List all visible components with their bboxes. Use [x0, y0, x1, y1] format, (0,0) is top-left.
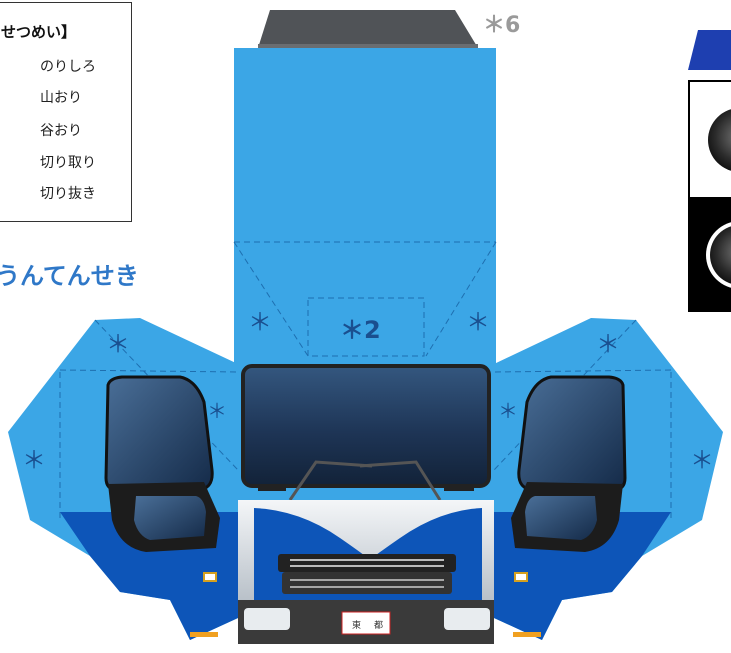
wheel-bottom-icon — [710, 226, 731, 284]
plate-right-char: 都 — [374, 620, 383, 631]
mark-asterisk: ＊ — [248, 308, 272, 336]
corner-blue-badge — [688, 30, 731, 70]
legend-item-cut-out: 切り抜き — [40, 186, 96, 202]
mark-asterisk: ＊ — [106, 330, 130, 358]
glue-area — [307, 297, 425, 357]
left-headlight — [244, 608, 290, 630]
plate-left-char: 東 — [352, 619, 361, 631]
roof-panel — [234, 48, 496, 364]
mark-6: ＊6 — [483, 13, 521, 38]
mark-2: ＊2 — [340, 316, 381, 344]
right-side-lamp — [514, 572, 528, 582]
legend-item-cut-off: 切り取り — [40, 155, 96, 171]
section-heading: うんてんせき — [0, 262, 139, 290]
legend-item-valley-fold: 谷おり — [40, 123, 82, 139]
left-marker-lamp — [190, 632, 218, 637]
right-side-window — [517, 375, 627, 492]
mark-asterisk: ＊ — [22, 446, 46, 474]
legend-title: せつめい】 — [1, 23, 77, 41]
mark-asterisk: ＊ — [690, 446, 714, 474]
left-side-window — [104, 375, 214, 492]
mark-asterisk: ＊ — [596, 330, 620, 358]
legend-item-mountain-fold: 山おり — [40, 90, 82, 106]
windshield — [241, 364, 491, 488]
left-mirror-glass — [134, 496, 206, 540]
legend-box: せつめい】 のりしろ 山おり 谷おり 切り取り 切り抜き — [0, 2, 132, 222]
front-grille-lower — [282, 572, 452, 594]
mark-asterisk: ＊ — [498, 399, 518, 423]
right-headlight — [444, 608, 490, 630]
front-grille-upper — [278, 554, 456, 572]
right-marker-lamp — [513, 632, 541, 637]
top-tab-edge — [258, 44, 478, 50]
right-mirror-glass — [525, 496, 597, 540]
top-tab — [258, 10, 478, 48]
legend-item-glue-tab: のりしろ — [40, 59, 96, 75]
wheel-top-icon — [708, 109, 731, 171]
license-plate — [341, 611, 391, 635]
mark-asterisk: ＊ — [207, 399, 227, 423]
left-side-lamp — [203, 572, 217, 582]
mark-asterisk: ＊ — [466, 308, 490, 336]
